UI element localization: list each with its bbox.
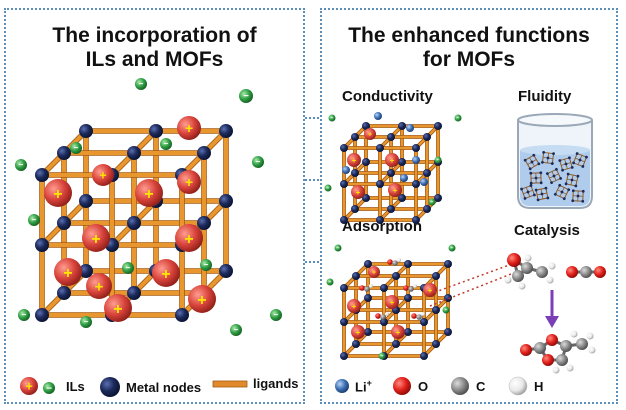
legend-c: C — [450, 376, 485, 396]
right-title-line1: The enhanced functions — [348, 24, 590, 47]
svg-text:+: + — [352, 156, 357, 165]
right-title-line2: for MOFs — [422, 48, 516, 71]
svg-text:−: − — [32, 215, 37, 225]
svg-text:+: + — [91, 230, 100, 248]
left-title-line1: The incorporation of — [52, 24, 257, 47]
legend-li: Li+ — [334, 378, 372, 394]
legend-metal-nodes: Metal nodes — [99, 376, 201, 398]
metal-node-legend-icon — [100, 377, 120, 397]
svg-text:−: − — [46, 384, 52, 395]
conductivity-lattice: + + + + + − − − − − — [324, 112, 462, 224]
svg-text:+: + — [53, 185, 62, 203]
svg-text:−: − — [164, 139, 169, 149]
svg-text:+: + — [356, 188, 361, 197]
svg-text:−: − — [274, 310, 279, 320]
legend-h-label: H — [534, 378, 544, 394]
legend-o-label: O — [418, 378, 429, 394]
svg-text:+: + — [25, 379, 33, 394]
legend-h: H — [508, 376, 543, 396]
legend-ligands: ligands — [212, 376, 299, 391]
svg-text:−: − — [126, 263, 131, 273]
svg-text:+: + — [197, 291, 206, 309]
legend-ils-label: ILs — [66, 378, 85, 394]
svg-text:+: + — [184, 230, 193, 248]
svg-text:−: − — [84, 317, 89, 327]
label-conductivity: Conductivity — [342, 88, 433, 105]
svg-text:+: + — [368, 132, 372, 139]
svg-text:+: + — [393, 186, 398, 195]
epoxide-molecule — [504, 253, 556, 290]
li-legend-icon — [335, 379, 349, 394]
legend-ligands-label: ligands — [253, 376, 299, 391]
legend-ils: + − ILs — [18, 376, 85, 396]
svg-text:+: + — [113, 300, 122, 318]
left-panel: The incorporation of ILs and MOFs — [4, 8, 305, 404]
function-illustrations: + + + + + − − − − − + + + + + + − − − − − — [324, 112, 606, 374]
h-legend-icon — [508, 376, 528, 396]
svg-text:+: + — [63, 264, 72, 282]
svg-text:+: + — [185, 121, 193, 136]
svg-text:+: + — [372, 270, 376, 277]
svg-text:+: + — [161, 265, 170, 283]
dispersed-mof-crystals — [520, 151, 588, 203]
svg-text:−: − — [243, 91, 249, 102]
ligand-legend-icon — [212, 380, 248, 387]
svg-text:−: − — [234, 325, 239, 335]
svg-text:−: − — [74, 143, 79, 153]
label-fluidity: Fluidity — [518, 88, 572, 105]
svg-text:+: + — [428, 286, 433, 295]
svg-text:+: + — [356, 328, 361, 337]
label-catalysis: Catalysis — [514, 222, 580, 239]
right-panel: The enhanced functions for MOFs Conducti… — [320, 8, 618, 404]
legend-metal-nodes-label: Metal nodes — [126, 379, 202, 395]
svg-text:+: + — [99, 169, 106, 183]
o-legend-icon — [393, 377, 411, 395]
svg-text:−: − — [327, 187, 330, 192]
svg-text:−: − — [329, 281, 332, 286]
left-title-line2: ILs and MOFs — [85, 48, 224, 71]
svg-text:−: − — [331, 117, 334, 122]
svg-text:+: + — [396, 328, 401, 337]
svg-text:+: + — [390, 156, 395, 165]
svg-text:+: + — [390, 298, 395, 307]
svg-text:+: + — [144, 185, 153, 203]
svg-text:+: + — [95, 278, 104, 295]
svg-text:−: − — [431, 201, 434, 206]
svg-text:−: − — [381, 355, 384, 360]
svg-text:−: − — [256, 157, 261, 167]
c-legend-icon — [451, 377, 469, 395]
legend-li-label: Li+ — [355, 378, 372, 395]
legend-o: O — [392, 376, 428, 396]
svg-text:−: − — [457, 117, 460, 122]
ionic-liquid-ions: + + + + + + + + + + + + − − − − − − − − − − − − − — [15, 78, 282, 336]
svg-text:−: − — [139, 79, 144, 89]
legend-c-label: C — [476, 378, 486, 394]
svg-text:−: − — [445, 309, 448, 314]
cyclic-carbonate-molecule — [520, 330, 596, 374]
svg-text:−: − — [204, 260, 209, 270]
left-panel-title: The incorporation of ILs and MOFs — [6, 24, 303, 72]
svg-text:−: − — [19, 160, 24, 170]
svg-text:−: − — [451, 247, 454, 252]
right-panel-title: The enhanced functions for MOFs — [322, 24, 616, 72]
reaction-arrow — [545, 290, 559, 328]
svg-text:−: − — [22, 310, 27, 320]
ils-legend-icon: + − — [20, 377, 55, 395]
svg-text:−: − — [437, 159, 440, 164]
svg-text:−: − — [337, 247, 340, 252]
svg-text:+: + — [352, 302, 357, 311]
fluidity-beaker-icon — [517, 113, 593, 209]
label-adsorption: Adsorption — [342, 218, 422, 235]
svg-text:+: + — [185, 175, 193, 190]
mof-il-lattice: + + + + + + + + + + + + − − − − − − − − − − − − − — [15, 78, 282, 336]
co2-molecule — [566, 266, 606, 278]
adsorption-lattice: + + + + + + − − − − − — [326, 244, 456, 360]
